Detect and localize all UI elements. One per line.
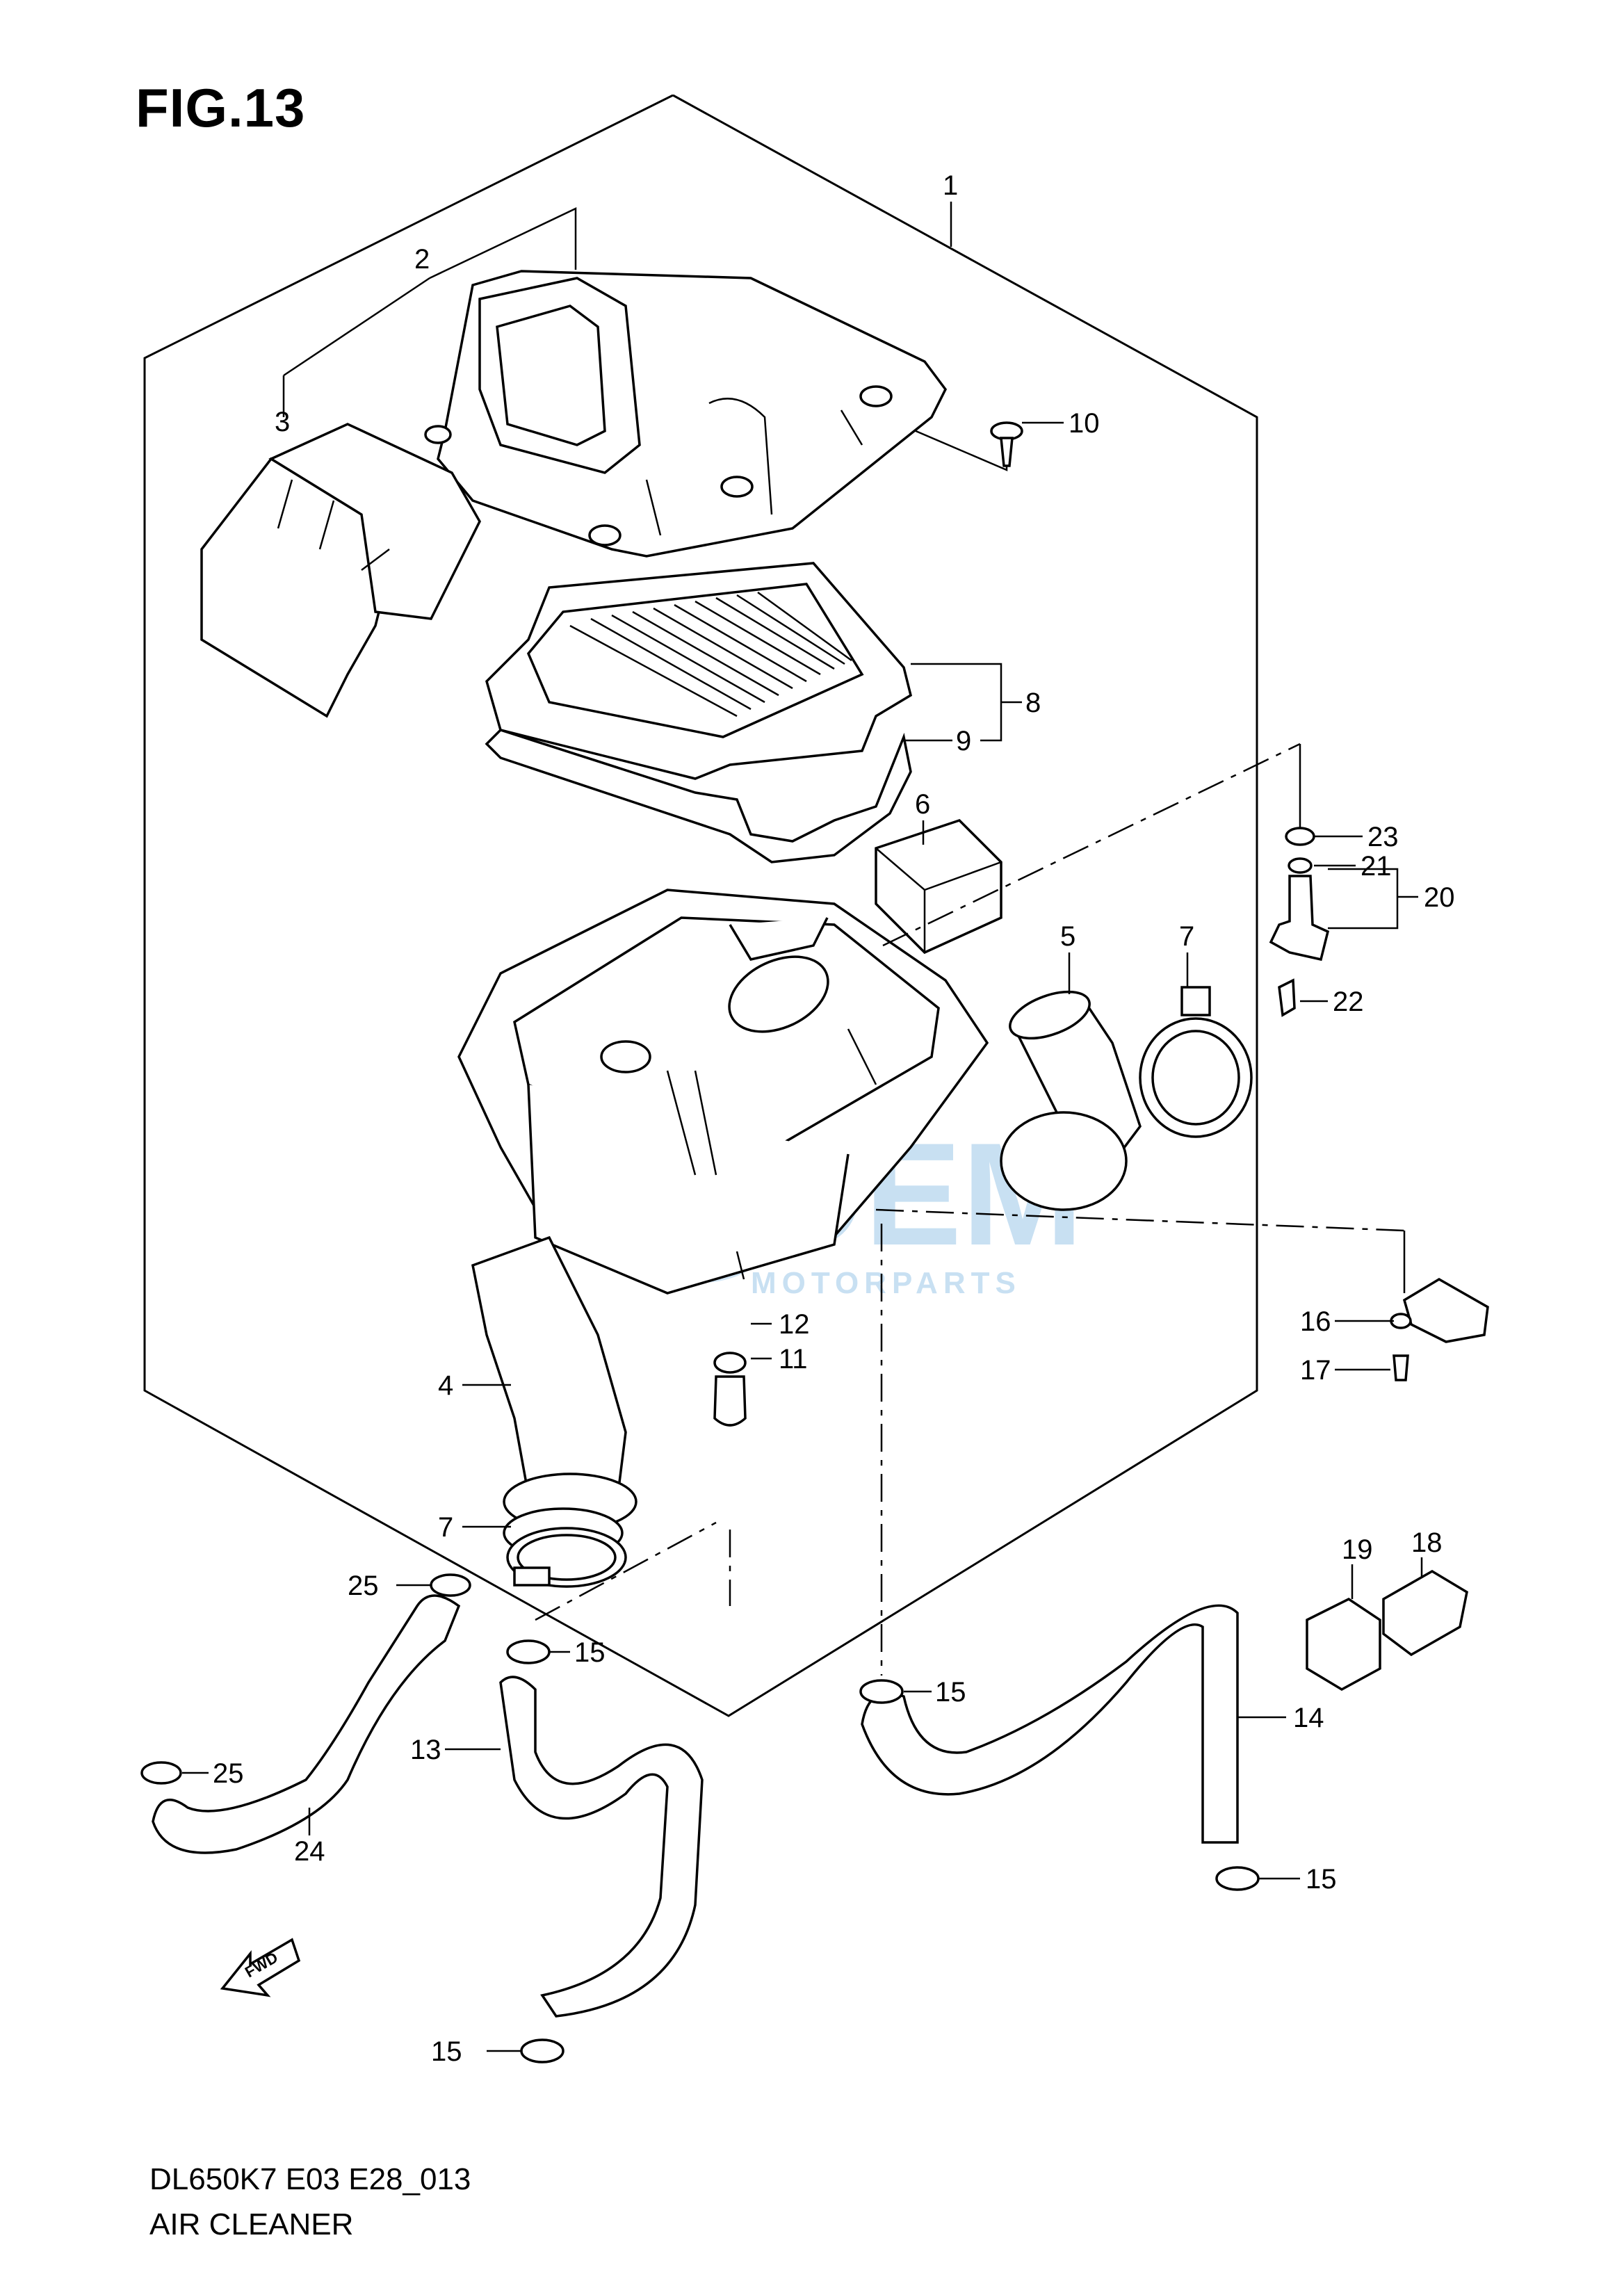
breather-hose [152, 1594, 461, 1854]
screw [990, 421, 1023, 467]
watermark-tagline: MOTORPARTS [751, 1266, 1021, 1300]
callout-15-c: 15 [1306, 1864, 1337, 1895]
iap-sensor [1390, 1277, 1489, 1381]
callout-21: 21 [1361, 851, 1392, 882]
intake-pipe [1000, 990, 1142, 1211]
callout-19: 19 [1342, 1534, 1373, 1565]
air-cleaner-case [457, 889, 989, 1295]
drain-hose-center [499, 1676, 704, 2018]
hose-clip [430, 1573, 471, 1597]
hose-clip [859, 1679, 904, 1704]
cover-bracket [429, 207, 577, 279]
intake-duct [200, 423, 481, 718]
callout-13: 13 [410, 1735, 441, 1765]
hose-clip [1215, 1866, 1260, 1891]
callout-17: 17 [1300, 1355, 1331, 1386]
callout-12: 12 [779, 1309, 810, 1340]
filter-pleats [569, 591, 852, 717]
assembly-outline [143, 94, 1258, 1717]
callout-23: 23 [1367, 822, 1399, 852]
callout-16: 16 [1300, 1306, 1331, 1337]
callout-8: 8 [1025, 688, 1041, 718]
filter-element [485, 562, 913, 780]
hose-clip [506, 1639, 551, 1664]
rubber-plug [713, 1375, 747, 1427]
callout-1: 1 [943, 170, 958, 201]
callout-18: 18 [1411, 1527, 1443, 1558]
callout-7-lower: 7 [438, 1512, 453, 1543]
drain-hose-right [861, 1604, 1239, 1844]
callout-7-upper: 7 [1179, 921, 1194, 952]
fwd-arrow-icon: FWD [220, 1938, 301, 1997]
callout-20: 20 [1424, 882, 1455, 913]
callout-4: 4 [438, 1370, 453, 1401]
callout-9: 9 [956, 726, 971, 756]
callout-10: 10 [1069, 408, 1100, 439]
callout-11: 11 [779, 1344, 808, 1374]
connector-parts [1306, 1569, 1468, 1692]
label-block [875, 818, 1002, 955]
callout-25-b: 25 [213, 1758, 244, 1789]
callout-24: 24 [294, 1836, 325, 1867]
sensor-assembly [1269, 827, 1330, 1017]
callout-25-a: 25 [348, 1571, 379, 1601]
callout-15-a: 15 [574, 1637, 606, 1668]
callout-6: 6 [915, 789, 930, 820]
hose-clip [140, 1761, 182, 1785]
callout-2: 2 [414, 244, 430, 275]
callout-15-d: 15 [431, 2036, 462, 2067]
hose-clip [520, 2038, 565, 2063]
air-cleaner-cover [424, 270, 948, 558]
callout-3: 3 [275, 407, 290, 437]
diagram-name: AIR CLEANER [149, 2207, 354, 2241]
callout-numbers: 1 2 3 4 5 6 7 7 8 9 10 11 12 13 14 15 15… [213, 170, 1455, 2067]
filter-gasket [485, 729, 912, 863]
callout-22: 22 [1333, 987, 1364, 1017]
diagram-code: DL650K7 E03 E28_013 [149, 2162, 471, 2196]
lower-intake-duct [471, 1235, 638, 1559]
rubber-cap [713, 1352, 747, 1374]
figure-title: FIG.13 [136, 77, 306, 138]
hose-clamp-lower [506, 1527, 627, 1588]
hose-clamp-upper [1139, 986, 1253, 1138]
callout-15-b: 15 [935, 1677, 966, 1708]
callout-5: 5 [1060, 921, 1075, 952]
callout-14: 14 [1293, 1703, 1324, 1733]
